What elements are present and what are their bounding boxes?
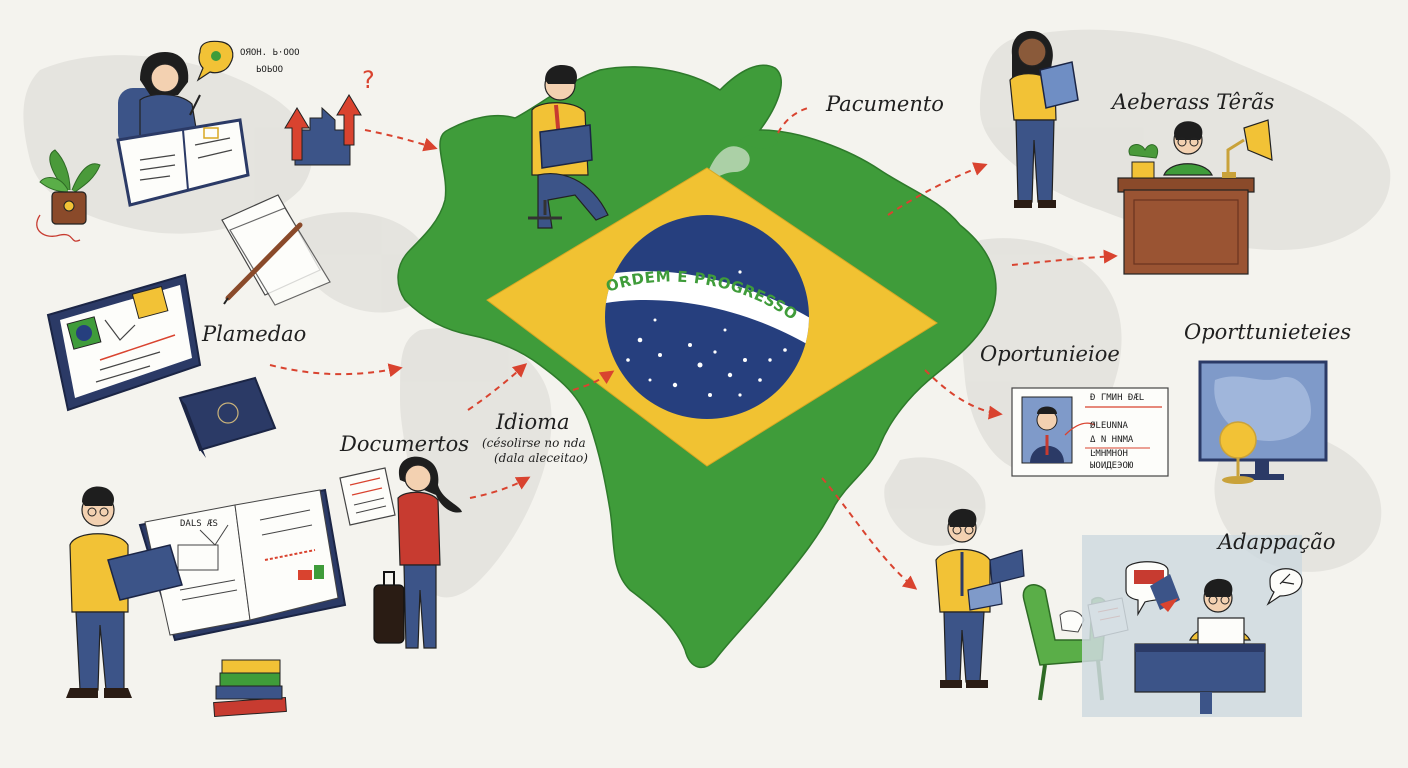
notes-row-1: ОЯОН. Ь·ООО — [240, 48, 300, 58]
document-card: Ð ГМИН ÐÆL ØLEUNNA Δ Ν ΗΝΜΑ ĿΜΗΜΗΟΗ ЫОИД… — [1011, 387, 1169, 477]
doc-line-1: Ð ГМИН ÐÆL — [1090, 393, 1144, 403]
arrow-to-map-top-left — [364, 129, 438, 152]
svg-text:DALS ÆS: DALS ÆS — [180, 519, 218, 529]
arrow-adaptacao — [821, 477, 918, 590]
person-documents — [339, 456, 462, 649]
doc-line-5: ЫОИДЕЭОЮ — [1090, 461, 1134, 471]
doc-line-2: ØLEUNNA — [1090, 420, 1129, 431]
person-at-desk — [1117, 119, 1273, 275]
person-tablet-top-right — [1009, 30, 1079, 208]
desk-lamp — [1219, 421, 1257, 484]
arrow-idioma-right — [572, 370, 615, 391]
arrow-documentos — [469, 476, 531, 499]
arrow-to-areas — [1011, 249, 1118, 266]
label-idioma-sub-1: (césolirse no nda — [482, 436, 586, 450]
flag-globe — [605, 215, 809, 419]
label-oportunidades-right: Oporttunieteies — [1184, 320, 1352, 344]
label-documentos: Documertos — [340, 432, 470, 456]
person-laptop-bottom-left — [66, 486, 183, 698]
notes-row-2: ЬОЬОО — [256, 65, 283, 75]
stack-of-books — [213, 659, 287, 718]
arrow-idioma-up — [467, 363, 528, 411]
paper-and-pen — [221, 194, 331, 306]
tablet-device — [46, 273, 202, 412]
label-adaptacao: Adappação — [1218, 530, 1336, 554]
adaptation-scene — [1082, 535, 1303, 717]
person-studying — [116, 52, 250, 207]
person-laptop-top — [528, 64, 609, 229]
label-areas: Aeberass Têrãs — [1112, 90, 1275, 114]
arrow-pagamento — [777, 107, 809, 134]
idea-bubble — [196, 40, 234, 82]
doc-line-3: Δ Ν ΗΝΜΑ — [1090, 435, 1134, 445]
growth-city-icon — [284, 94, 362, 166]
arrow-planejamento — [269, 363, 403, 378]
passport-book — [178, 376, 277, 458]
label-pagamento: Pacumento — [826, 92, 944, 116]
label-idioma-sub-2: (dala aleceitao) — [494, 451, 588, 465]
person-laptop-bottom-right — [935, 508, 1025, 688]
question-mark-icon: ? — [362, 66, 375, 94]
arrow-oportunidades — [924, 369, 1003, 420]
label-planejamento: Plamedao — [202, 322, 307, 346]
doc-line-4: ĿΜΗΜΗΟΗ — [1090, 449, 1128, 459]
planning-book: DALS ÆS — [138, 488, 347, 642]
flag-stars — [626, 270, 787, 397]
potted-plant — [36, 149, 101, 242]
label-oportunidades-left: Oportunieioe — [980, 342, 1120, 366]
label-idioma: Idioma — [496, 410, 570, 434]
arrow-to-top-right — [887, 162, 988, 216]
flow-arrows — [269, 107, 1118, 590]
